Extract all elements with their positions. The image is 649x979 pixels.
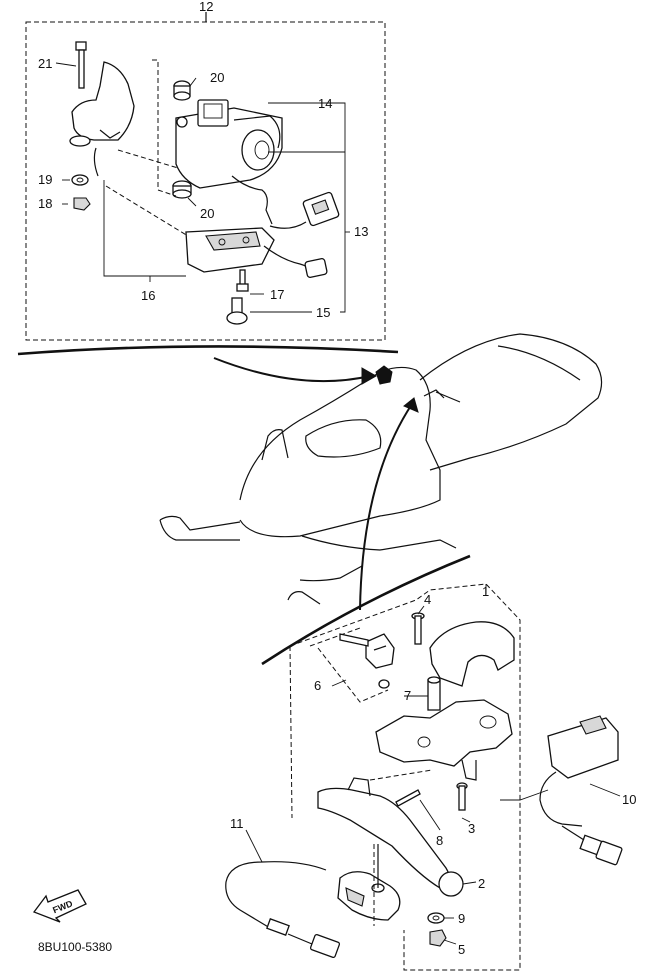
callout-11: 11 [230, 816, 244, 831]
grommet-20-bottom [172, 180, 192, 199]
snowmobile-outline [159, 333, 603, 605]
grommet-20-top [173, 80, 191, 101]
callout-20-bottom: 20 [200, 206, 214, 221]
lower-frame-1 [289, 583, 521, 971]
callout-12: 12 [199, 0, 213, 14]
brake-lever-2 [317, 777, 464, 897]
callout-16: 16 [141, 288, 155, 303]
switch-block-6 [317, 633, 395, 703]
callout-20-top: 20 [210, 70, 224, 85]
diagram-code: 8BU100-5380 [38, 940, 112, 954]
callout-1: 1 [482, 584, 489, 599]
callout-17: 17 [270, 287, 284, 302]
screw-17 [236, 269, 249, 292]
collar-7 [427, 676, 441, 711]
switch-assy-11 [225, 844, 401, 959]
screw-4 [411, 612, 425, 645]
lower-leaders [245, 605, 621, 945]
bolt-15 [226, 297, 248, 325]
lever-cover [429, 621, 515, 687]
screw-8 [395, 789, 421, 807]
callout-2: 2 [478, 876, 485, 891]
nut-5 [429, 929, 447, 947]
callout-7: 7 [404, 688, 411, 703]
mount-bracket [69, 61, 135, 177]
screw-3 [456, 782, 468, 811]
callout-4: 4 [424, 592, 431, 607]
washer-9 [427, 912, 445, 924]
callout-6: 6 [314, 678, 321, 693]
callout-14: 14 [318, 96, 332, 111]
inset-frame-12 [17, 12, 399, 356]
callout-21: 21 [38, 56, 52, 71]
callout-9: 9 [458, 911, 465, 926]
nut-18 [73, 197, 91, 211]
callout-10: 10 [622, 792, 636, 807]
sensor-plate-16 [185, 227, 328, 278]
fwd-arrow-icon: FWD [32, 889, 87, 923]
switch-unit-14 [175, 99, 283, 225]
pointer-arrows [213, 357, 419, 611]
callout-8: 8 [436, 833, 443, 848]
sensor-10 [539, 715, 623, 866]
lever-holder [375, 699, 513, 781]
callout-18: 18 [38, 196, 52, 211]
callout-3: 3 [468, 821, 475, 836]
lower-separator [261, 554, 471, 666]
callout-5: 5 [458, 942, 465, 957]
callout-13: 13 [354, 224, 368, 239]
nut-19 [71, 174, 89, 186]
harness-13 [269, 191, 340, 229]
callout-15: 15 [316, 305, 330, 320]
bolt-21 [55, 41, 87, 89]
callout-19: 19 [38, 172, 52, 187]
upper-leaders [62, 59, 350, 313]
